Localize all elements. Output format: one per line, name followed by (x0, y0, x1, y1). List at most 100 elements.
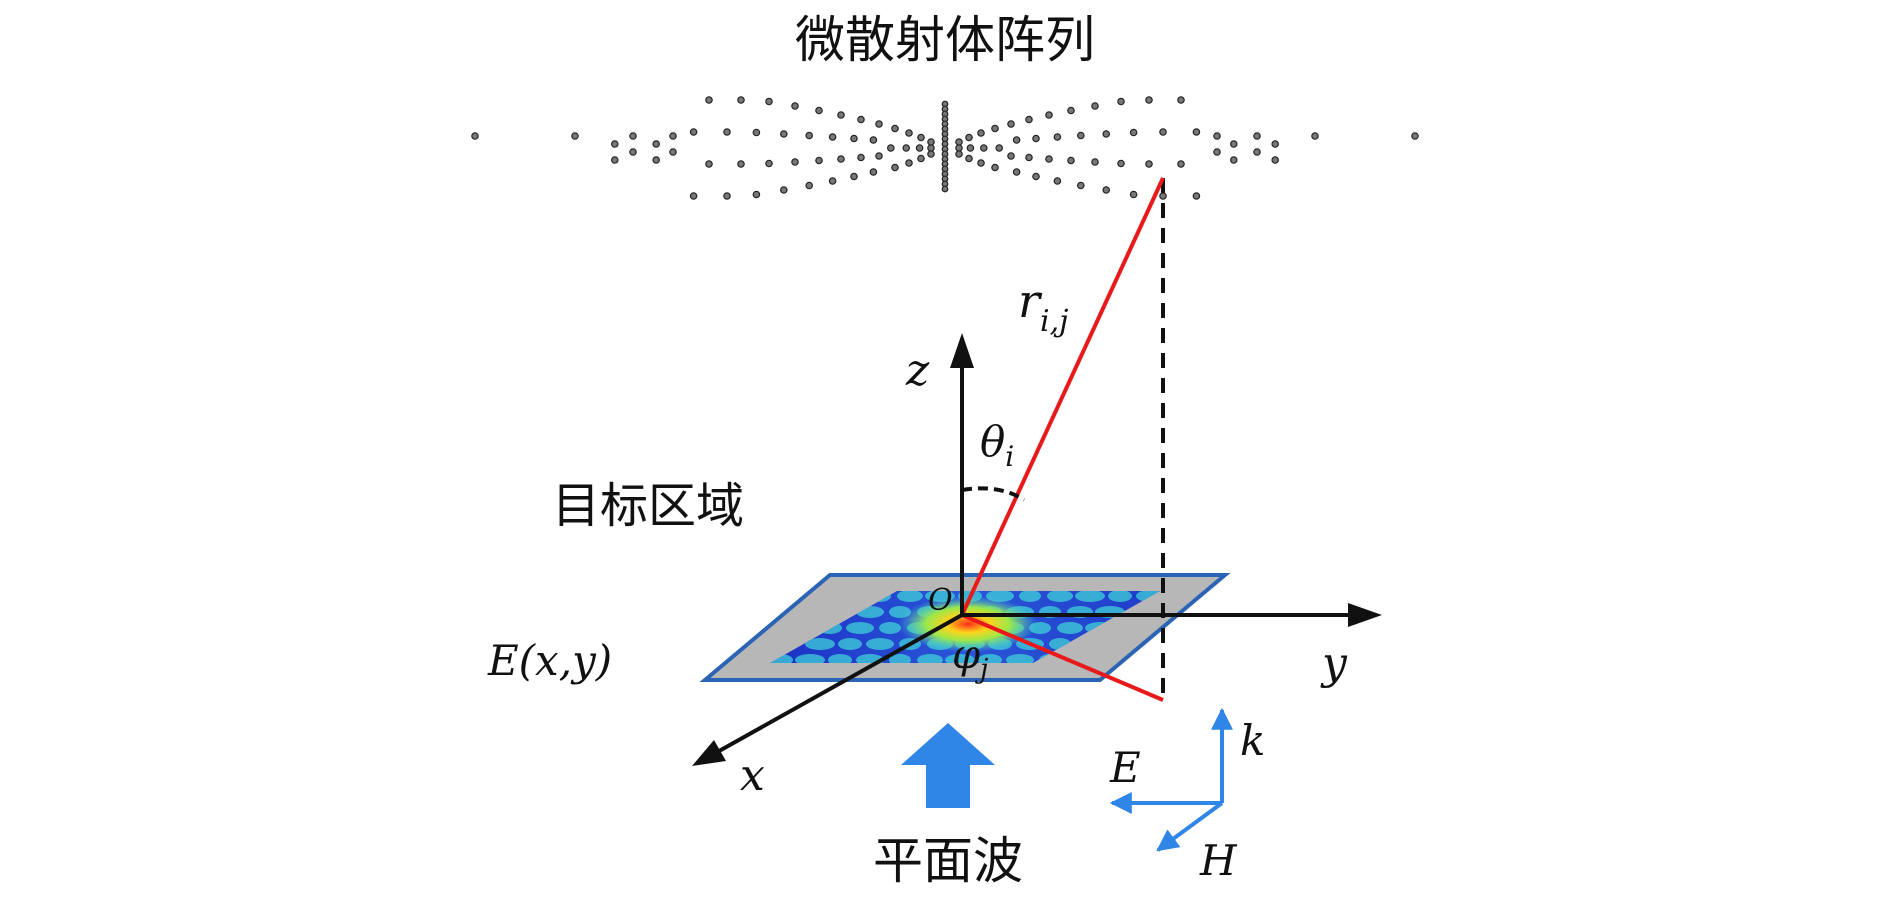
dot-icon (1129, 190, 1138, 199)
field-blob (917, 654, 943, 663)
dot-icon (1159, 192, 1167, 200)
dot-icon (850, 134, 858, 143)
x-axis-arrowhead (692, 740, 726, 766)
dot-icon (1271, 156, 1280, 164)
dot-icon (1117, 159, 1125, 168)
dot-icon (737, 160, 745, 168)
dot-icon (869, 168, 878, 176)
dot-icon (629, 132, 637, 140)
up-arrow-icon (901, 723, 995, 808)
field-blob (1075, 591, 1105, 602)
dot-icon (1145, 160, 1153, 168)
dot-icon (1025, 115, 1033, 124)
dot-icon (1177, 160, 1185, 168)
dot-icon (977, 159, 985, 167)
dot-icon (1129, 128, 1138, 137)
dot-icon (857, 153, 865, 162)
field-blob (1019, 591, 1041, 602)
dot-icon (837, 155, 845, 163)
field-blob (1006, 654, 1034, 663)
dot-icon (737, 96, 745, 104)
dot-icon (1012, 168, 1021, 176)
dot-icon (779, 186, 788, 194)
field-blob (846, 622, 874, 634)
dot-icon (752, 190, 761, 199)
field-blob (856, 654, 884, 663)
dot-icon (991, 163, 999, 172)
dot-icon (927, 150, 935, 158)
theta-angle-arc (961, 486, 1026, 502)
dot-icon (1053, 177, 1062, 185)
range-ground-projection (961, 613, 1164, 702)
dot-icon (875, 120, 883, 128)
z-axis-arrowhead (950, 333, 974, 368)
field-blob (1258, 590, 1282, 602)
field-blob (879, 622, 901, 634)
dot-icon (828, 133, 837, 141)
dot-icon (1091, 102, 1099, 110)
dot-icon (1025, 153, 1033, 162)
dot-icon (1213, 132, 1221, 140)
dot-icon (977, 129, 985, 137)
dot-icon (805, 131, 814, 140)
h-label: H (1199, 836, 1238, 885)
field-blob (866, 638, 894, 650)
dot-icon (1213, 148, 1221, 156)
dot-icon (915, 144, 924, 152)
dot-icon (669, 148, 677, 156)
k-label: k (1240, 716, 1265, 765)
field-label: E(x,y) (487, 636, 612, 685)
theta-label: θi (980, 417, 1014, 473)
dot-icon (1159, 128, 1167, 136)
dot-icon (1230, 140, 1238, 148)
field-blob (889, 654, 911, 663)
range-label: ri,j (1018, 274, 1068, 339)
dot-icon (966, 144, 975, 152)
dot-icon (815, 156, 823, 165)
phi-label: φj (952, 632, 988, 685)
dot-icon (905, 159, 913, 167)
dot-icon (1032, 134, 1040, 143)
polarization-triad: k E H (1109, 707, 1265, 885)
dot-icon (995, 144, 1004, 152)
dot-icon (765, 97, 773, 106)
field-blob (1207, 622, 1233, 634)
dot-icon (752, 128, 761, 137)
field-blob (805, 638, 835, 650)
dot-icon (1077, 131, 1085, 140)
dot-icon (917, 154, 925, 163)
h-vector (1156, 801, 1224, 852)
dot-icon (1045, 155, 1053, 163)
dot-icon (875, 152, 883, 160)
x-axis-label: x (740, 750, 765, 801)
dot-icon (705, 96, 713, 104)
field-blob (1225, 590, 1255, 602)
target-region-label: 目标区域 (552, 478, 744, 534)
field-blob (1057, 622, 1083, 634)
origin-label: O (928, 583, 953, 618)
array-title: 微散射体阵列 (795, 11, 1095, 69)
dot-icon (629, 148, 637, 156)
dot-icon (1012, 136, 1021, 144)
dot-icon (610, 140, 619, 148)
dot-icon (850, 172, 858, 181)
dot-icon (1007, 120, 1015, 128)
x-axis (711, 613, 963, 757)
dot-icon (1411, 132, 1419, 140)
dot-icon (1311, 132, 1319, 140)
dot-icon (1007, 152, 1015, 160)
dot-icon (471, 132, 479, 140)
dot-icon (689, 192, 698, 200)
dot-icon (905, 129, 913, 137)
field-blob (978, 654, 1002, 663)
field-blob (897, 591, 923, 602)
dot-icon (991, 124, 999, 133)
dot-icon (965, 154, 973, 163)
dot-icon (705, 160, 713, 168)
dot-icon (1192, 192, 1201, 200)
dot-icon (965, 133, 973, 142)
dot-icon (610, 156, 619, 164)
e-label: E (1109, 743, 1141, 792)
dot-icon (1192, 128, 1201, 136)
dot-icon (941, 185, 949, 193)
